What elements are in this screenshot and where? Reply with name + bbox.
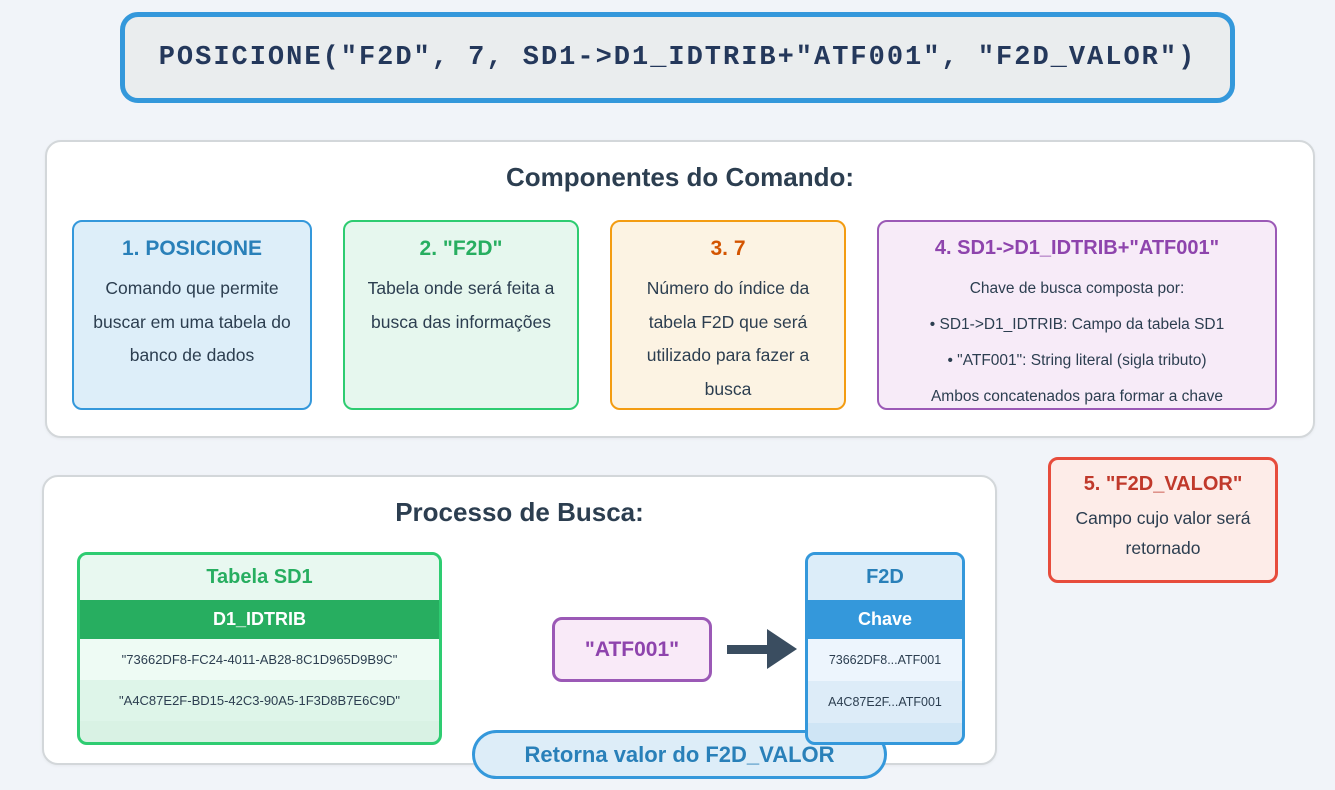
- key-literal-box: "ATF001": [552, 617, 712, 682]
- process-heading: Processo de Busca:: [395, 497, 644, 527]
- f2d-table-row: A4C87E2F...ATF001: [808, 681, 962, 723]
- card-f2d: 2. "F2D" Tabela onde será feita a busca …: [343, 220, 579, 410]
- card-posicione-description: Comando que permite buscar em uma tabela…: [93, 278, 291, 366]
- card-search-key-description: Chave de busca composta por: • SD1->D1_I…: [889, 271, 1265, 415]
- return-field-description: Campo cujo valor será retornado: [1075, 508, 1251, 559]
- card-posicione-title: 1. POSICIONE: [121, 237, 263, 260]
- arrow-head: [767, 629, 797, 669]
- card-index-title: 3. 7: [710, 237, 746, 260]
- card-search-key-line: Ambos concatenados para formar a chave: [930, 388, 1224, 405]
- return-field-title: 5. "F2D_VALOR": [1083, 473, 1243, 495]
- sd1-table-title: Tabela SD1: [80, 555, 439, 600]
- sd1-table-row: "A4C87E2F-BD15-42C3-90A5-1F3D8B7E6C9D": [80, 680, 439, 721]
- card-search-key-title: 4. SD1->D1_IDTRIB+"ATF001": [934, 237, 1220, 259]
- arrow-right-icon: [727, 629, 797, 669]
- arrow-shaft: [727, 644, 767, 654]
- sd1-column-header: D1_IDTRIB: [80, 600, 439, 639]
- f2d-table-footer: [808, 723, 962, 742]
- card-posicione: 1. POSICIONE Comando que permite buscar …: [72, 220, 312, 410]
- card-search-key-line: • "ATF001": String literal (sigla tribut…: [947, 352, 1207, 369]
- f2d-column-header: Chave: [808, 600, 962, 639]
- result-label: Retorna valor do F2D_VALOR: [524, 741, 835, 767]
- f2d-table-title: F2D: [808, 555, 962, 600]
- components-panel: Componentes do Comando: 1. POSICIONE Com…: [45, 140, 1315, 438]
- components-heading: Componentes do Comando:: [505, 162, 855, 192]
- command-code-panel: POSICIONE("F2D", 7, SD1->D1_IDTRIB+"ATF0…: [120, 12, 1235, 103]
- card-search-key: 4. SD1->D1_IDTRIB+"ATF001" Chave de busc…: [877, 220, 1277, 410]
- command-code: POSICIONE("F2D", 7, SD1->D1_IDTRIB+"ATF0…: [158, 42, 1197, 73]
- card-index-description: Número do índice da tabela F2D que será …: [646, 278, 810, 399]
- card-f2d-description: Tabela onde será feita a busca das infor…: [367, 278, 555, 332]
- sd1-table: Tabela SD1 D1_IDTRIB "73662DF8-FC24-4011…: [77, 552, 442, 745]
- f2d-table: F2D Chave 73662DF8...ATF001 A4C87E2F...A…: [805, 552, 965, 745]
- components-cards: 1. POSICIONE Comando que permite buscar …: [47, 220, 1313, 410]
- card-search-key-line: Chave de busca composta por:: [969, 280, 1185, 297]
- sd1-table-row: "73662DF8-FC24-4011-AB28-8C1D965D9B9C": [80, 639, 439, 680]
- process-panel: Processo de Busca: Tabela SD1 D1_IDTRIB …: [42, 475, 997, 779]
- card-search-key-line: • SD1->D1_IDTRIB: Campo da tabela SD1: [929, 316, 1225, 333]
- sd1-table-footer: [80, 721, 439, 742]
- return-field-card: 5. "F2D_VALOR" Campo cujo valor será ret…: [1048, 457, 1278, 583]
- f2d-table-row: 73662DF8...ATF001: [808, 639, 962, 681]
- key-literal-label: "ATF001": [584, 637, 680, 661]
- card-index: 3. 7 Número do índice da tabela F2D que …: [610, 220, 846, 410]
- card-f2d-title: 2. "F2D": [419, 237, 503, 260]
